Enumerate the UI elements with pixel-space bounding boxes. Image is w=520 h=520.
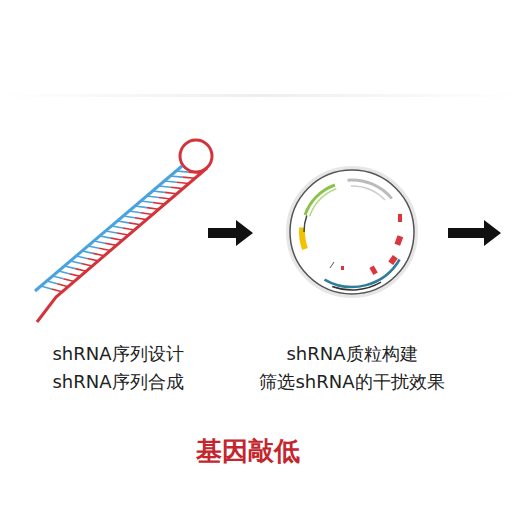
red-strand [37, 168, 207, 322]
caption: 基因敲低 [128, 434, 368, 469]
step-label: 筛选shRNA的干扰效果 [253, 368, 451, 396]
step-label: shRNA序列合成 [28, 368, 208, 396]
process-arrow [208, 220, 253, 246]
plasmid [289, 169, 415, 295]
hairpin-loop [180, 140, 212, 172]
blue-strand [35, 166, 182, 291]
next-step-arrow [448, 220, 501, 246]
step-label: shRNA序列设计 [28, 340, 208, 368]
shrna-design-step: shRNA序列设计shRNA序列合成 [28, 140, 208, 396]
shrna-hairpin [41, 171, 201, 292]
plasmid-construction-step: shRNA质粒构建筛选shRNA的干扰效果 [253, 140, 451, 396]
step-label: shRNA质粒构建 [253, 340, 451, 368]
top-band [0, 94, 520, 97]
